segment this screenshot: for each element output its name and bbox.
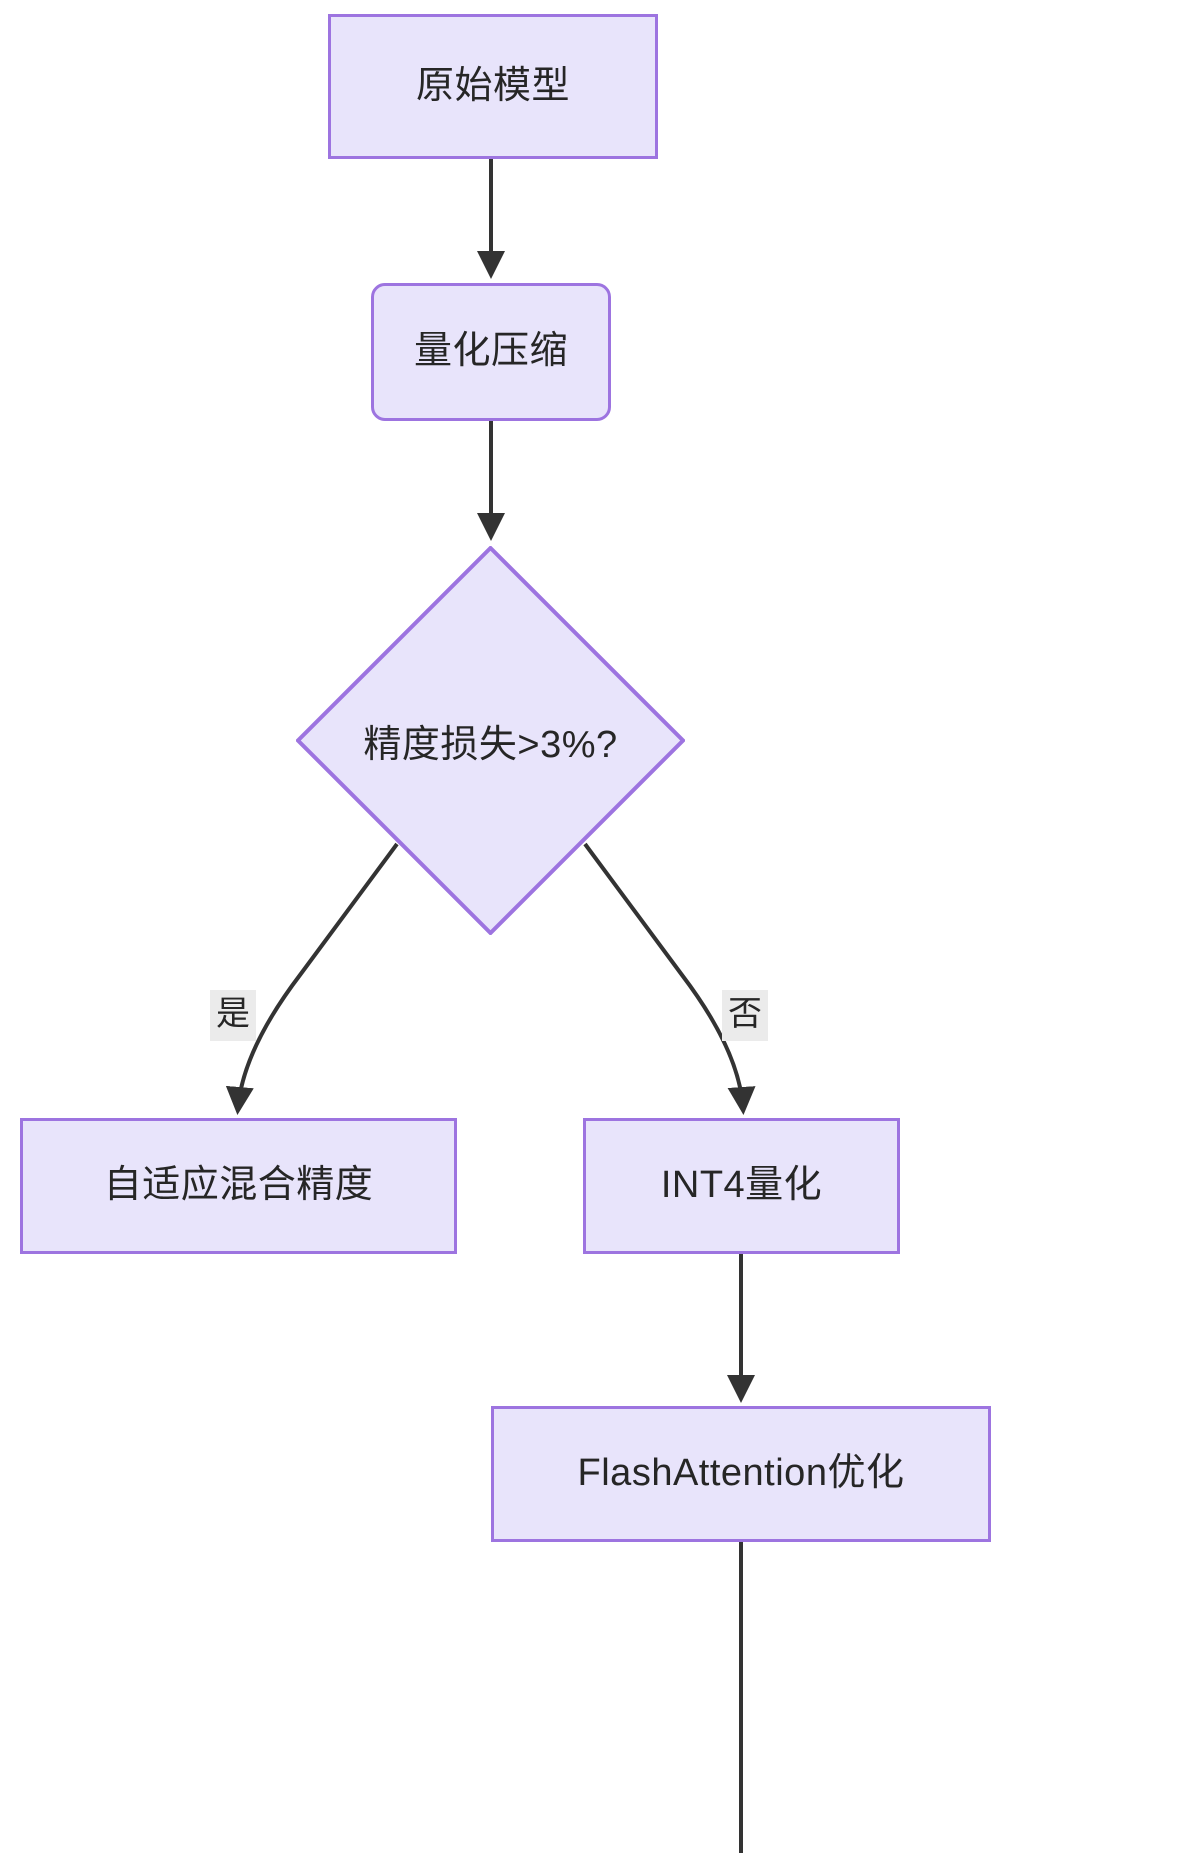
- node-accuracy-loss-decision-label: 精度损失>3%?: [363, 724, 618, 766]
- edge-label-yes-text: 是: [216, 995, 250, 1033]
- edge-label-yes: 是: [210, 990, 256, 1041]
- node-accuracy-loss-decision[interactable]: 精度损失>3%?: [296, 546, 685, 935]
- node-adaptive-mixed-precision[interactable]: 自适应混合精度: [20, 1118, 457, 1254]
- node-int4-quantization-label: INT4量化: [660, 1164, 823, 1207]
- node-original-model-label: 原始模型: [415, 64, 570, 107]
- edge-label-no: 否: [722, 990, 768, 1041]
- node-quantize-compress-label: 量化压缩: [413, 330, 568, 373]
- node-flashattention-optimization[interactable]: FlashAttention优化: [491, 1406, 991, 1542]
- node-flashattention-optimization-label: FlashAttention优化: [577, 1452, 905, 1495]
- node-adaptive-mixed-precision-label: 自适应混合精度: [103, 1164, 374, 1207]
- node-quantize-compress[interactable]: 量化压缩: [371, 283, 611, 421]
- node-int4-quantization[interactable]: INT4量化: [583, 1118, 900, 1254]
- node-original-model[interactable]: 原始模型: [328, 14, 658, 159]
- diamond-shape: [296, 546, 685, 935]
- edge-label-no-text: 否: [728, 995, 762, 1033]
